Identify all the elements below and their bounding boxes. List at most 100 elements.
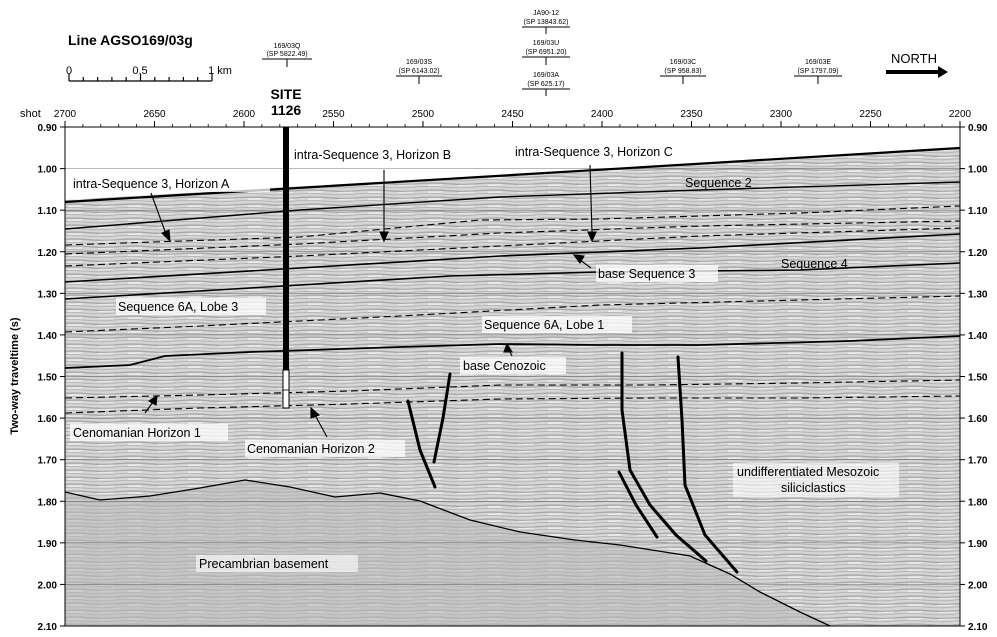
crossing-line-q: 169/03Q (SP 5822.49) [262, 43, 312, 67]
cenomanian-1-line [65, 379, 960, 399]
arrow-head-icon [161, 229, 171, 243]
crossing-line-e: 169/03E (SP 1797.09) [794, 59, 842, 84]
fault-4 [676, 355, 739, 574]
horizon-b-line [65, 220, 960, 255]
site-label-line1: SITE [270, 86, 301, 102]
north-arrow-icon [886, 66, 948, 78]
crossing-line-name: 169/03E [805, 59, 831, 66]
y-tick-label-right: 1.60 [968, 414, 988, 425]
label-horizon-c: intra-Sequence 3, Horizon C [515, 145, 673, 159]
shot-tick-label: 2700 [54, 109, 77, 120]
label-cenomanian-horizon-1: Cenomanian Horizon 1 [73, 426, 201, 440]
fault-3 [620, 351, 708, 563]
label-horizon-a: intra-Sequence 3, Horizon A [73, 177, 230, 191]
label-mesozoic-line2: siliciclastics [781, 481, 846, 495]
y-tick-label-right: 1.30 [968, 289, 988, 300]
north-label: NORTH [891, 51, 937, 66]
y-axis-label: Two-way traveltime (s) [9, 317, 21, 434]
y-tick-label-right: 1.50 [968, 373, 988, 384]
label-mesozoic-line1: undifferentiated Mesozoic [737, 465, 879, 479]
label-sequence-6a-lobe-3: Sequence 6A, Lobe 3 [118, 300, 238, 314]
shot-tick-label: 2400 [591, 109, 614, 120]
basement-horizon [65, 479, 831, 626]
crossing-line-c: 169/03C (SP 958.83) [660, 59, 706, 84]
horizon-a-line [65, 205, 960, 246]
seafloor-horizon [65, 146, 960, 204]
crossing-line-sp: (SP 1797.09) [797, 68, 838, 75]
shot-tick-label: 2300 [770, 109, 793, 120]
borehole-uncored [282, 369, 290, 409]
y-tick-label-left: 1.50 [38, 373, 58, 384]
arrow-head-icon [587, 231, 597, 243]
crossing-line-sp: (SP 6143.02) [398, 68, 439, 75]
y-tick-label-left: 1.90 [38, 539, 58, 550]
dashed-horizons [65, 205, 960, 414]
arrow-head-icon [503, 342, 513, 353]
fault-1 [406, 399, 437, 489]
lobe-boundary-line [65, 295, 960, 333]
shot-axis-label: shot [20, 108, 41, 120]
faults [406, 351, 739, 574]
label-base-cenozoic: base Cenozoic [463, 359, 546, 373]
annotation-arrows [144, 164, 597, 438]
crossing-line-sp: (SP 5822.49) [266, 51, 307, 58]
arrow-head-icon [147, 394, 158, 406]
cenomanian-2-line [65, 395, 960, 414]
crossing-line-sp: (SP 958.83) [664, 68, 701, 75]
crossing-line-name: 169/03A [533, 72, 559, 79]
crossing-line-a: 169/03A (SP 625.17) [522, 72, 570, 96]
basement-band [65, 480, 840, 626]
shot-tick-label: 2200 [949, 109, 972, 120]
y-tick-label-left: 1.80 [38, 497, 58, 508]
borehole-site-1126 [282, 127, 290, 409]
label-cenomanian-horizon-2: Cenomanian Horizon 2 [247, 442, 375, 456]
label-sequence-6a-lobe-1: Sequence 6A, Lobe 1 [484, 318, 604, 332]
label-base-sequence-3: base Sequence 3 [598, 267, 695, 281]
y-tick-label-right: 1.40 [968, 331, 988, 342]
borehole-cored [283, 127, 289, 370]
arrow-head-icon [310, 406, 321, 419]
crossing-line-u: 169/03U (SP 6951.20) [522, 40, 570, 65]
shot-tick-label: 2450 [501, 109, 524, 120]
y-tick-label-right: 1.20 [968, 248, 988, 259]
crossing-line-name: JA90-12 [533, 10, 559, 17]
scale-bar: 0 0.5 1 km [66, 65, 232, 82]
crossing-line-name: 169/03S [406, 59, 432, 66]
y-tick-label-right: 1.10 [968, 206, 988, 217]
north-arrow: NORTH [886, 51, 948, 78]
y-tick-label-left: 2.10 [38, 622, 58, 633]
crossing-line-sp: (SP 625.17) [527, 81, 564, 88]
y-tick-label-left: 1.20 [38, 248, 58, 259]
y-tick-label-right: 1.70 [968, 456, 988, 467]
label-horizon-b: intra-Sequence 3, Horizon B [294, 148, 451, 162]
solid-horizons [65, 146, 960, 626]
y-tick-label-left: 2.00 [38, 580, 58, 591]
y-tick-label-left: 1.60 [38, 414, 58, 425]
scale-label-1km: 1 km [208, 65, 232, 77]
figure-title: Line AGSO169/03g [68, 32, 193, 48]
y-tick-label-right: 2.00 [968, 580, 988, 591]
y-tick-label-right: 1.90 [968, 539, 988, 550]
crossing-lines: 169/03Q (SP 5822.49) 169/03S (SP 6143.02… [262, 10, 842, 96]
crossing-line-s: 169/03S (SP 6143.02) [396, 59, 442, 84]
shot-tick-label: 2250 [859, 109, 882, 120]
crossing-line-ja90: JA90-12 (SP 13843.62) [522, 10, 570, 34]
y-tick-label-left: 1.70 [38, 456, 58, 467]
arrow-head-icon [379, 231, 389, 243]
seismic-section: intra-Sequence 3, Horizon A intra-Sequen… [64, 126, 961, 627]
crossing-line-sp: (SP 6951.20) [525, 49, 566, 56]
sequence4-base-horizon [65, 262, 960, 300]
shot-tick-label: 2600 [233, 109, 256, 120]
y-tick-label-left: 0.90 [38, 123, 58, 134]
base-sequence3-horizon [65, 233, 960, 283]
base-cenozoic-horizon [65, 335, 960, 369]
label-sequence-4: Sequence 4 [781, 257, 848, 271]
shot-tick-label: 2650 [143, 109, 166, 120]
label-sequence-2: Sequence 2 [685, 176, 752, 190]
fault-5 [617, 470, 659, 539]
y-tick-label-left: 1.10 [38, 206, 58, 217]
shot-tick-label: 2350 [680, 109, 703, 120]
